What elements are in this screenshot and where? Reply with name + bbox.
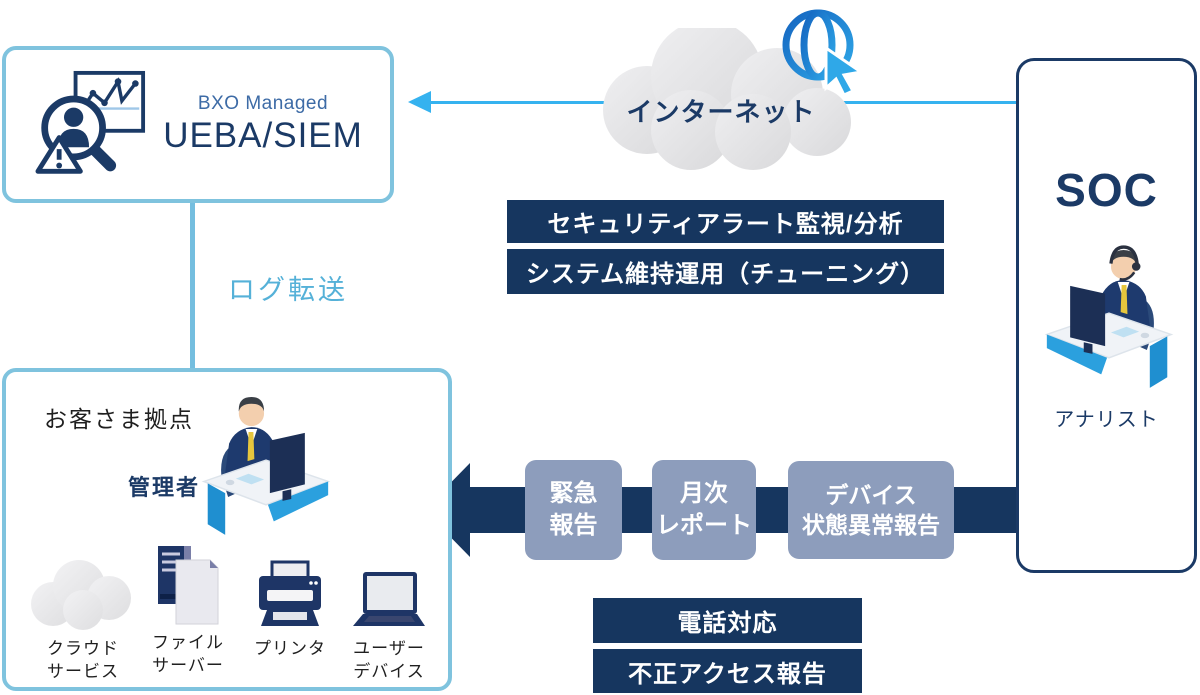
soc-box: SOC アナリスト bbox=[1016, 58, 1197, 573]
laptop-icon bbox=[349, 552, 429, 632]
soc-task-banner: セキュリティアラート監視/分析 bbox=[507, 200, 944, 243]
soc-title: SOC bbox=[1055, 164, 1158, 216]
device-item-printer: プリンタ bbox=[248, 552, 332, 661]
report-item-urgent: 緊急 報告 bbox=[525, 460, 622, 560]
ueba-logo-icon bbox=[35, 70, 146, 174]
ueba-product-label: UEBA/SIEM bbox=[163, 116, 363, 155]
admin-label: 管理者 bbox=[128, 475, 201, 500]
ueba-brand-label: BXO Managed bbox=[197, 93, 329, 114]
device-item-cloud-service: クラウド サービス bbox=[24, 552, 142, 684]
report-item-monthly: 月次 レポート bbox=[652, 460, 756, 560]
device-label: プリンタ bbox=[254, 639, 326, 658]
customer-site-title: お客さま拠点 bbox=[44, 406, 194, 432]
report-item-device-anomaly: デバイス 状態異常報告 bbox=[788, 461, 954, 559]
log-transfer-line bbox=[190, 203, 195, 369]
cursor-arrow-icon bbox=[824, 45, 865, 97]
device-item-file-server: ファイル サーバー bbox=[148, 546, 228, 678]
globe-cursor-icon bbox=[778, 4, 866, 101]
analyst-label: アナリスト bbox=[1054, 409, 1159, 431]
contact-banner-unauthorized-access: 不正アクセス報告 bbox=[593, 649, 862, 693]
ueba-siem-box: BXO Managed UEBA/SIEM bbox=[2, 46, 394, 203]
admin-desk-illustration bbox=[198, 384, 334, 549]
internet-label: インターネット bbox=[626, 97, 816, 127]
soc-task-banner: システム維持運用（チューニング） bbox=[507, 249, 944, 294]
cloud-icon bbox=[27, 552, 139, 632]
device-item-user-device: ユーザー デバイス bbox=[346, 552, 432, 684]
device-label: クラウド サービス bbox=[47, 639, 119, 681]
customer-site-box: お客さま拠点 管理者 bbox=[2, 368, 452, 691]
left-arrow-icon bbox=[408, 91, 431, 113]
analyst-desk-illustration bbox=[1041, 237, 1177, 402]
log-transfer-label: ログ転送 bbox=[228, 275, 348, 305]
printer-icon bbox=[253, 552, 327, 632]
device-label: ユーザー デバイス bbox=[353, 639, 425, 681]
file-server-icon bbox=[152, 546, 224, 626]
device-label: ファイル サーバー bbox=[152, 633, 224, 675]
contact-banner-phone: 電話対応 bbox=[593, 598, 862, 643]
